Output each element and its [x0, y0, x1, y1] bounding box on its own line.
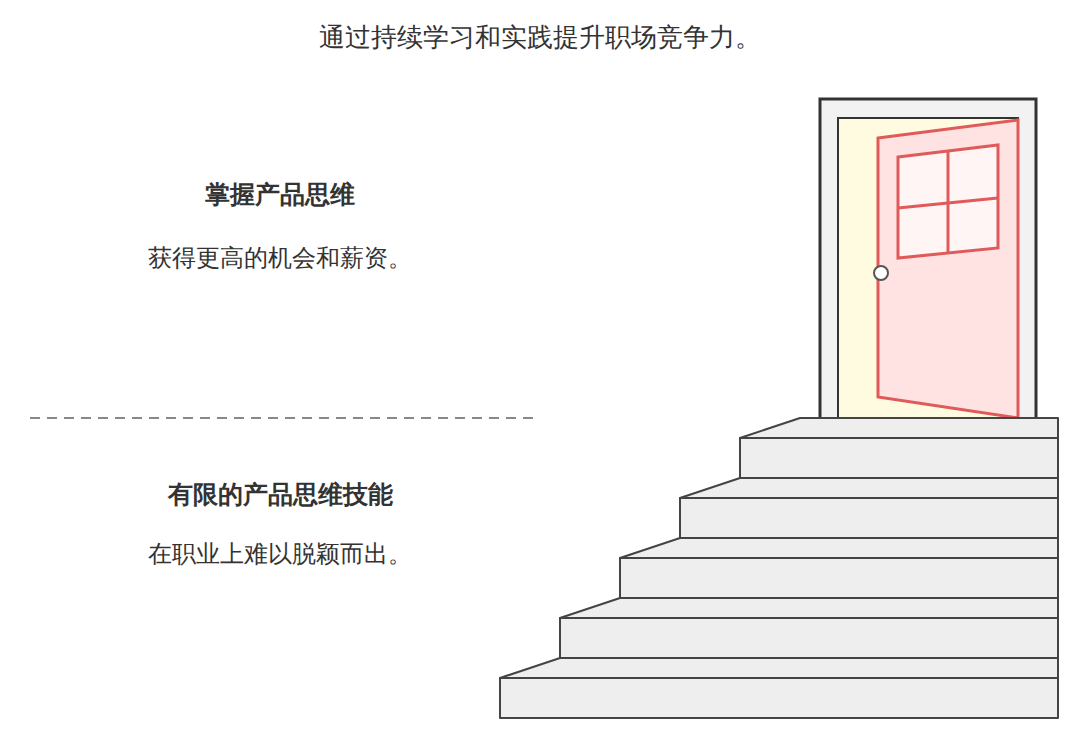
- door: [820, 99, 1036, 419]
- stairs: [500, 418, 1058, 718]
- body-text: 在职业上难以脱颖而出。: [148, 540, 412, 569]
- divider-line: [30, 417, 540, 419]
- body-text: 获得更高的机会和薪资。: [148, 244, 412, 273]
- heading-text: 有限的产品思维技能: [168, 480, 393, 510]
- heading-text: 掌握产品思维: [205, 180, 355, 210]
- diagram-title: 通过持续学习和实践提升职场竞争力。: [319, 22, 761, 53]
